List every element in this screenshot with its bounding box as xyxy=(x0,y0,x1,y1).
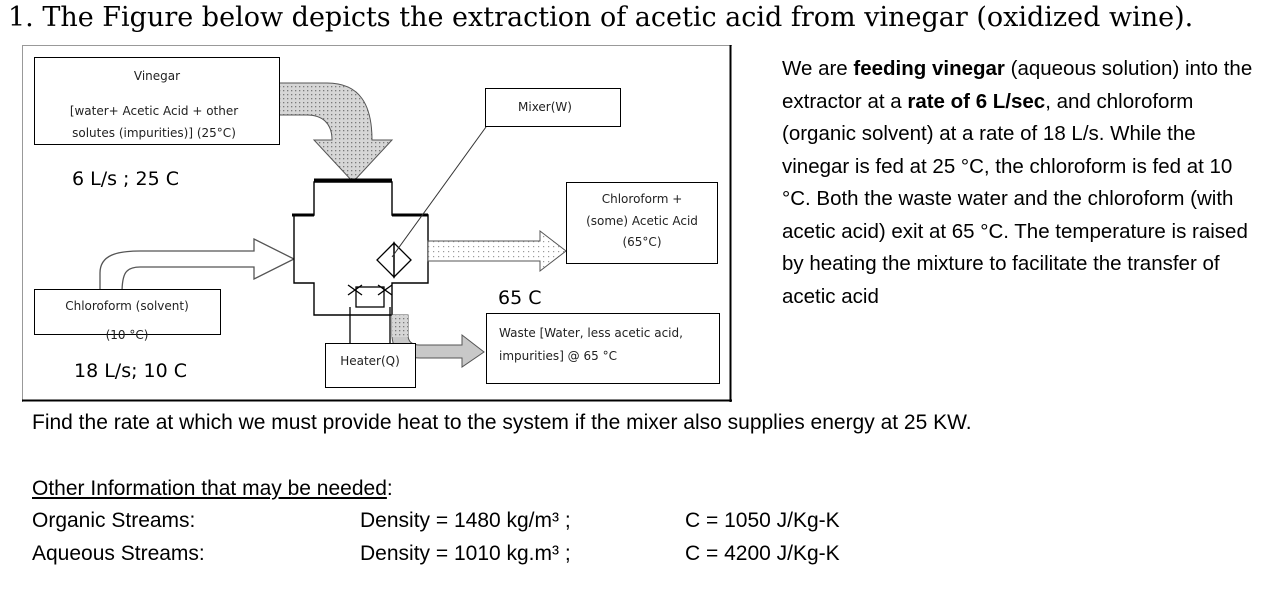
organic-heat-capacity: C = 1050 J/Kg-K xyxy=(685,509,840,532)
description-bold-run: rate of 6 L/sec xyxy=(907,89,1046,113)
waste-stream-box: Waste [Water, less acetic acid, impuriti… xyxy=(486,313,720,384)
product-stream-box: Chloroform + (some) Acetic Acid (65°C) xyxy=(566,182,718,264)
mixer-label: Mixer(W) xyxy=(518,100,572,114)
vinegar-label: Vinegar xyxy=(134,69,180,83)
aqueous-heat-capacity: C = 4200 J/Kg-K xyxy=(685,542,840,565)
waste-line1: Waste [Water, less acetic acid, xyxy=(499,326,683,340)
exit-temperature: 65 C xyxy=(498,287,541,309)
organic-stream-label: Organic Streams: xyxy=(32,509,196,532)
extraction-process-diagram: Vinegar [water+ Acetic Acid + other solu… xyxy=(22,45,732,402)
heater-label-box: Heater(Q) xyxy=(325,343,416,388)
chloroform-feed-arrow xyxy=(99,237,296,294)
problem-description: We are feeding vinegar (aqueous solution… xyxy=(782,53,1262,313)
chloroform-label: Chloroform (solvent) xyxy=(65,299,189,313)
vinegar-feed-arrow xyxy=(278,82,394,183)
mixer-blades xyxy=(376,241,412,279)
chloroform-feed-box: Chloroform (solvent) (10 °C) xyxy=(34,289,221,342)
mixer-label-box: Mixer(W) xyxy=(485,88,621,127)
description-run: , and chloroform (organic solvent) at a … xyxy=(782,89,1248,308)
other-info-heading-colon: : xyxy=(386,477,393,500)
vinegar-rate: 6 L/s ; 25 C xyxy=(72,168,179,190)
chloroform-rate: 18 L/s; 10 C xyxy=(74,360,187,382)
chloroform-temperature: (10 °C) xyxy=(106,328,149,342)
other-info-heading: Other Information that may be needed: xyxy=(32,477,393,501)
problem-title: 1. The Figure below depicts the extracti… xyxy=(8,2,1194,33)
product-line1: Chloroform + xyxy=(602,192,683,206)
description-run: (aqueous solution) into the extractor at… xyxy=(782,57,1253,113)
vinegar-composition-line1: [water+ Acetic Acid + other xyxy=(70,104,238,118)
product-line3: (65°C) xyxy=(622,235,661,249)
organic-density: Density = 1480 kg/m³ ; xyxy=(360,509,571,532)
heater-label: Heater(Q) xyxy=(340,354,400,368)
heater-element xyxy=(347,284,393,343)
waste-line2: impurities] @ 65 °C xyxy=(499,349,617,363)
question-text: Find the rate at which we must provide h… xyxy=(32,411,972,434)
mixer-pointer-line xyxy=(391,126,487,258)
figure-frame xyxy=(22,45,732,402)
description-bold-run: feeding vinegar xyxy=(853,57,1005,80)
product-outlet-arrow xyxy=(427,229,567,273)
vinegar-feed-box: Vinegar [water+ Acetic Acid + other solu… xyxy=(34,57,280,145)
other-info-heading-text: Other Information that may be needed xyxy=(32,477,387,500)
description-run: We are xyxy=(782,57,854,80)
vinegar-composition-line2: solutes (impurities)] (25°C) xyxy=(72,126,236,140)
aqueous-density: Density = 1010 kg.m³ ; xyxy=(360,542,571,565)
aqueous-stream-label: Aqueous Streams: xyxy=(32,542,205,565)
product-line2: (some) Acetic Acid xyxy=(586,214,698,228)
